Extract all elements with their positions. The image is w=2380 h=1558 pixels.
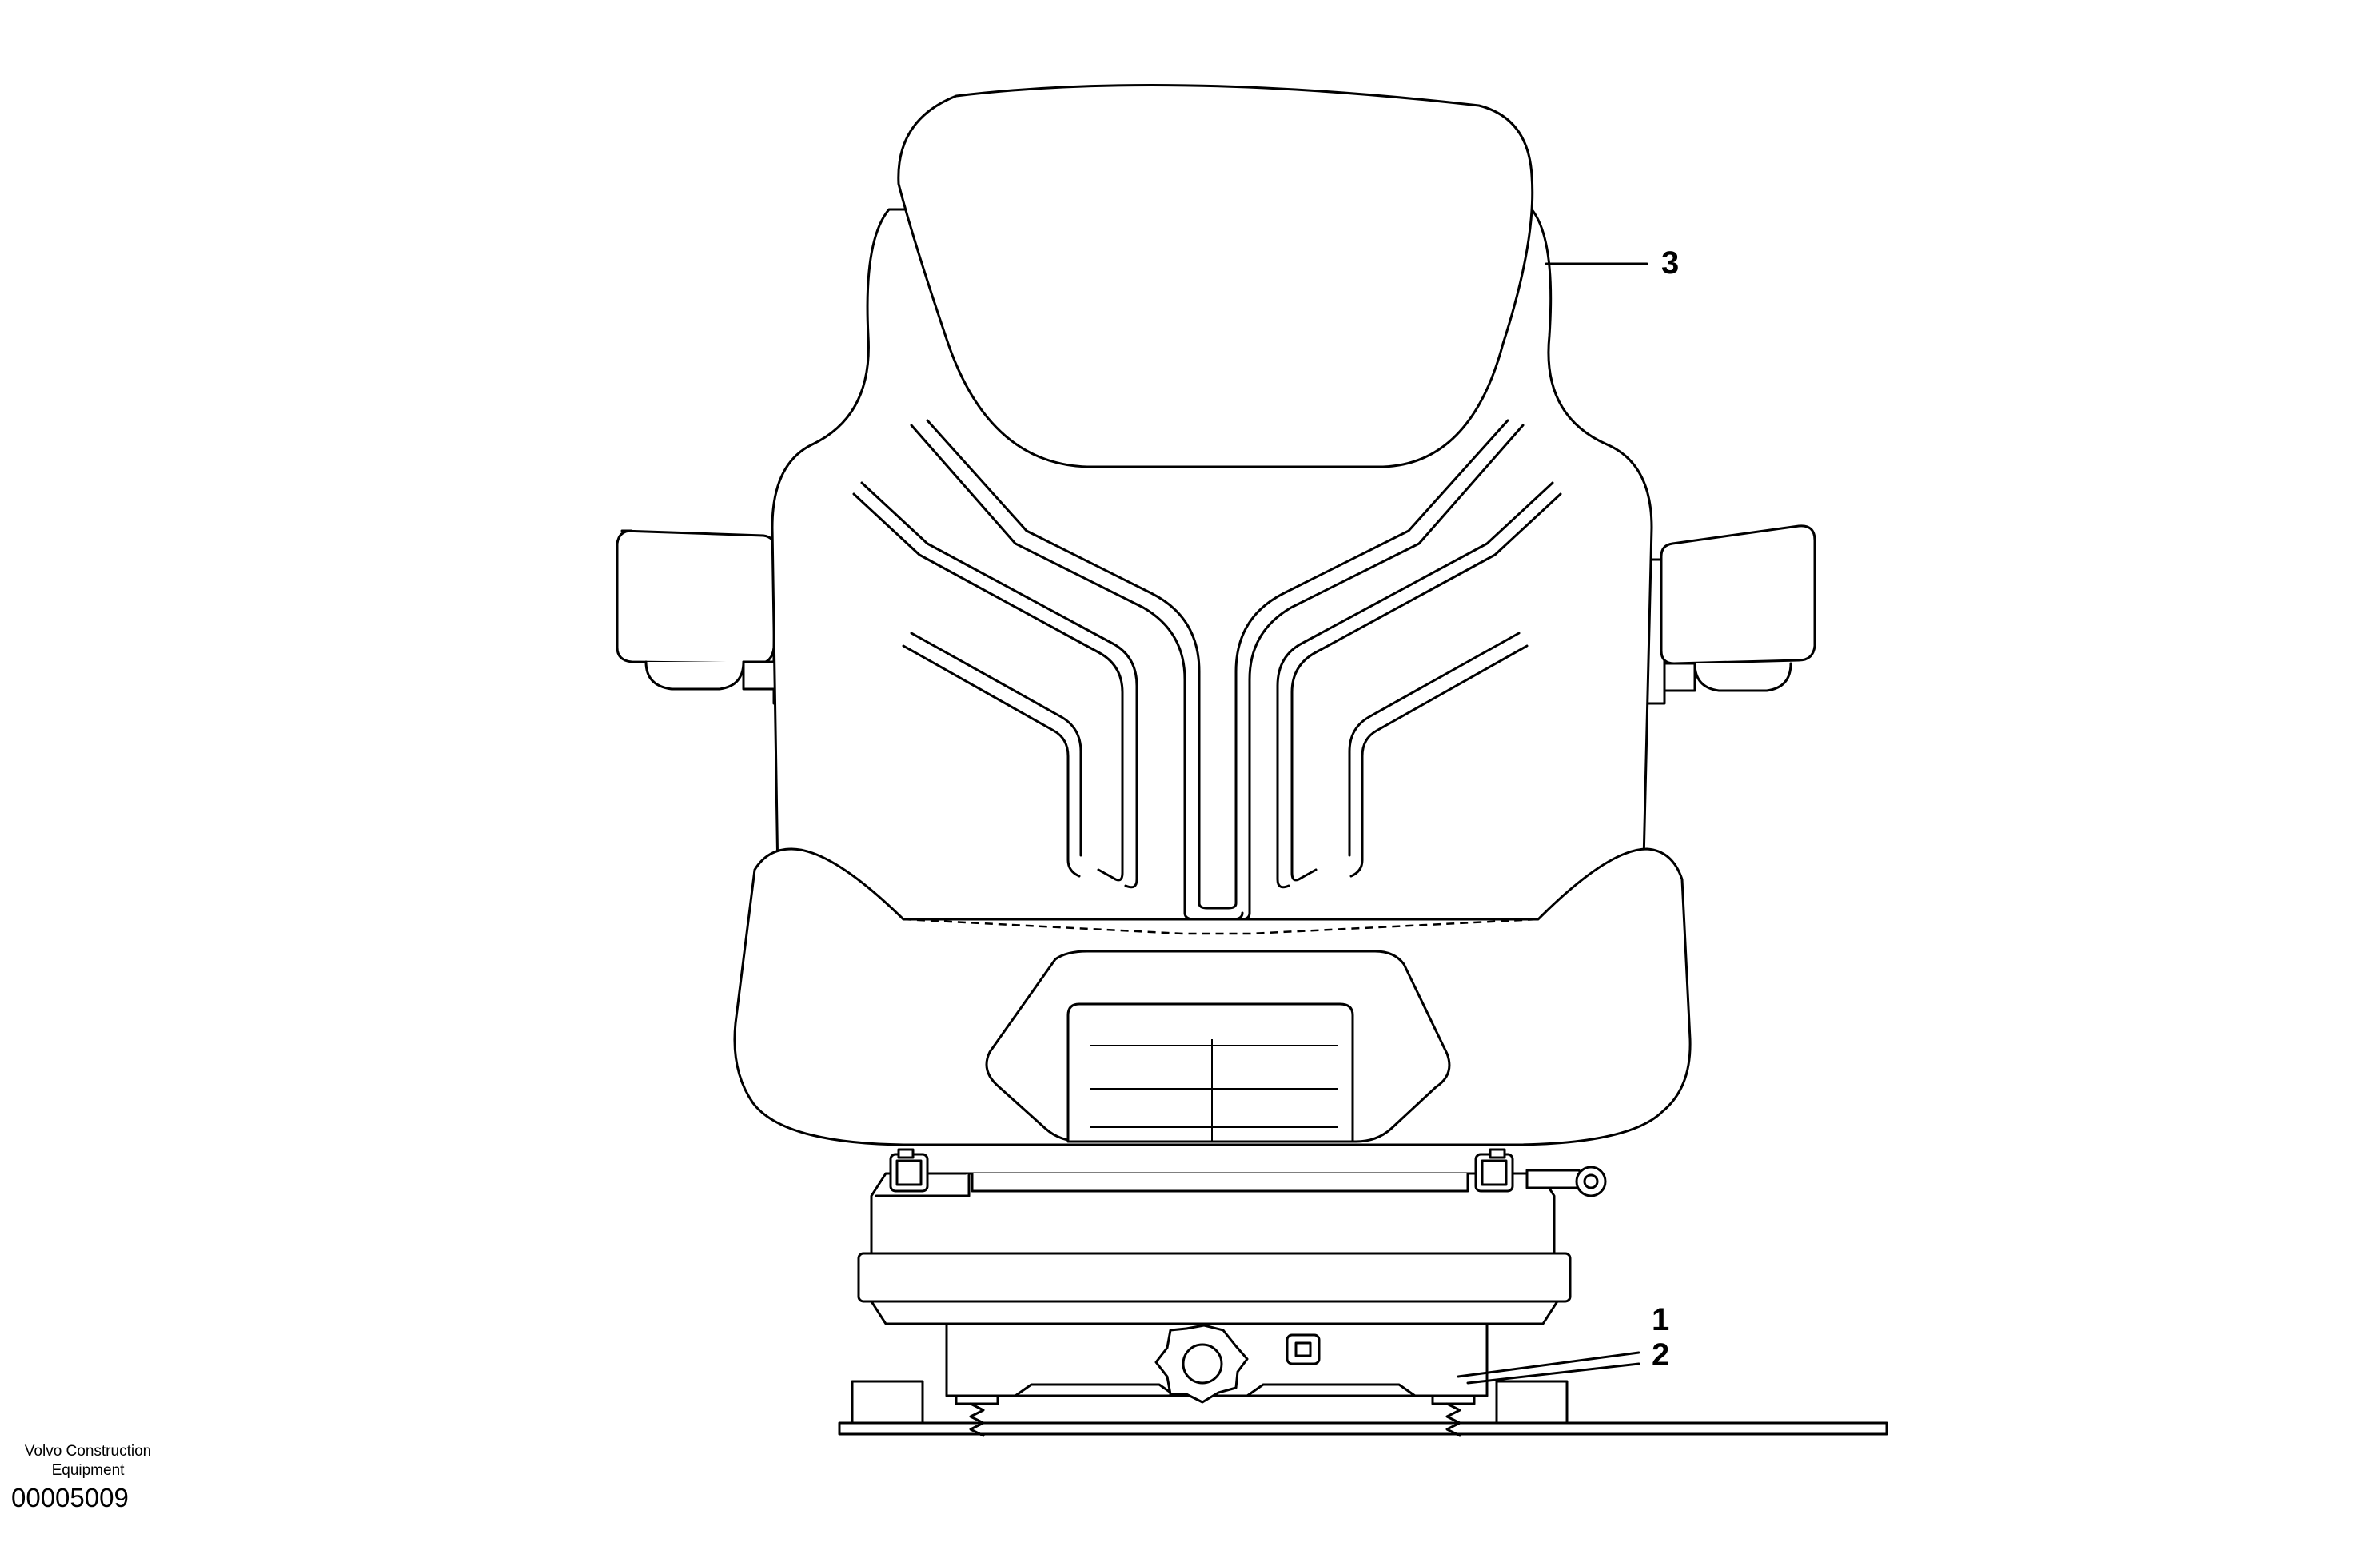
- armrest-right: [1645, 524, 1816, 705]
- callout-1-label: 1: [1652, 1302, 1669, 1337]
- latch-left: [889, 1148, 929, 1193]
- callout-3: 3: [1545, 245, 1679, 281]
- latch-right: [1474, 1148, 1514, 1193]
- seat-cushion: [733, 847, 1692, 1146]
- callout-2-label: 2: [1652, 1337, 1669, 1373]
- headrest: [897, 84, 1534, 468]
- armrest-left: [616, 529, 793, 705]
- callout-2: 2: [1466, 1337, 1669, 1385]
- publisher-credit: Volvo Construction Equipment: [24, 1443, 152, 1479]
- adjust-lever: [1525, 1166, 1607, 1197]
- floor-plate: [838, 1380, 1888, 1436]
- callout-3-label: 3: [1661, 245, 1679, 281]
- seat-backrest: [771, 84, 1653, 929]
- height-adjust-knob: [1154, 1324, 1321, 1404]
- illustration-number: 00005009: [11, 1483, 129, 1512]
- callout-1: 1: [1457, 1302, 1669, 1378]
